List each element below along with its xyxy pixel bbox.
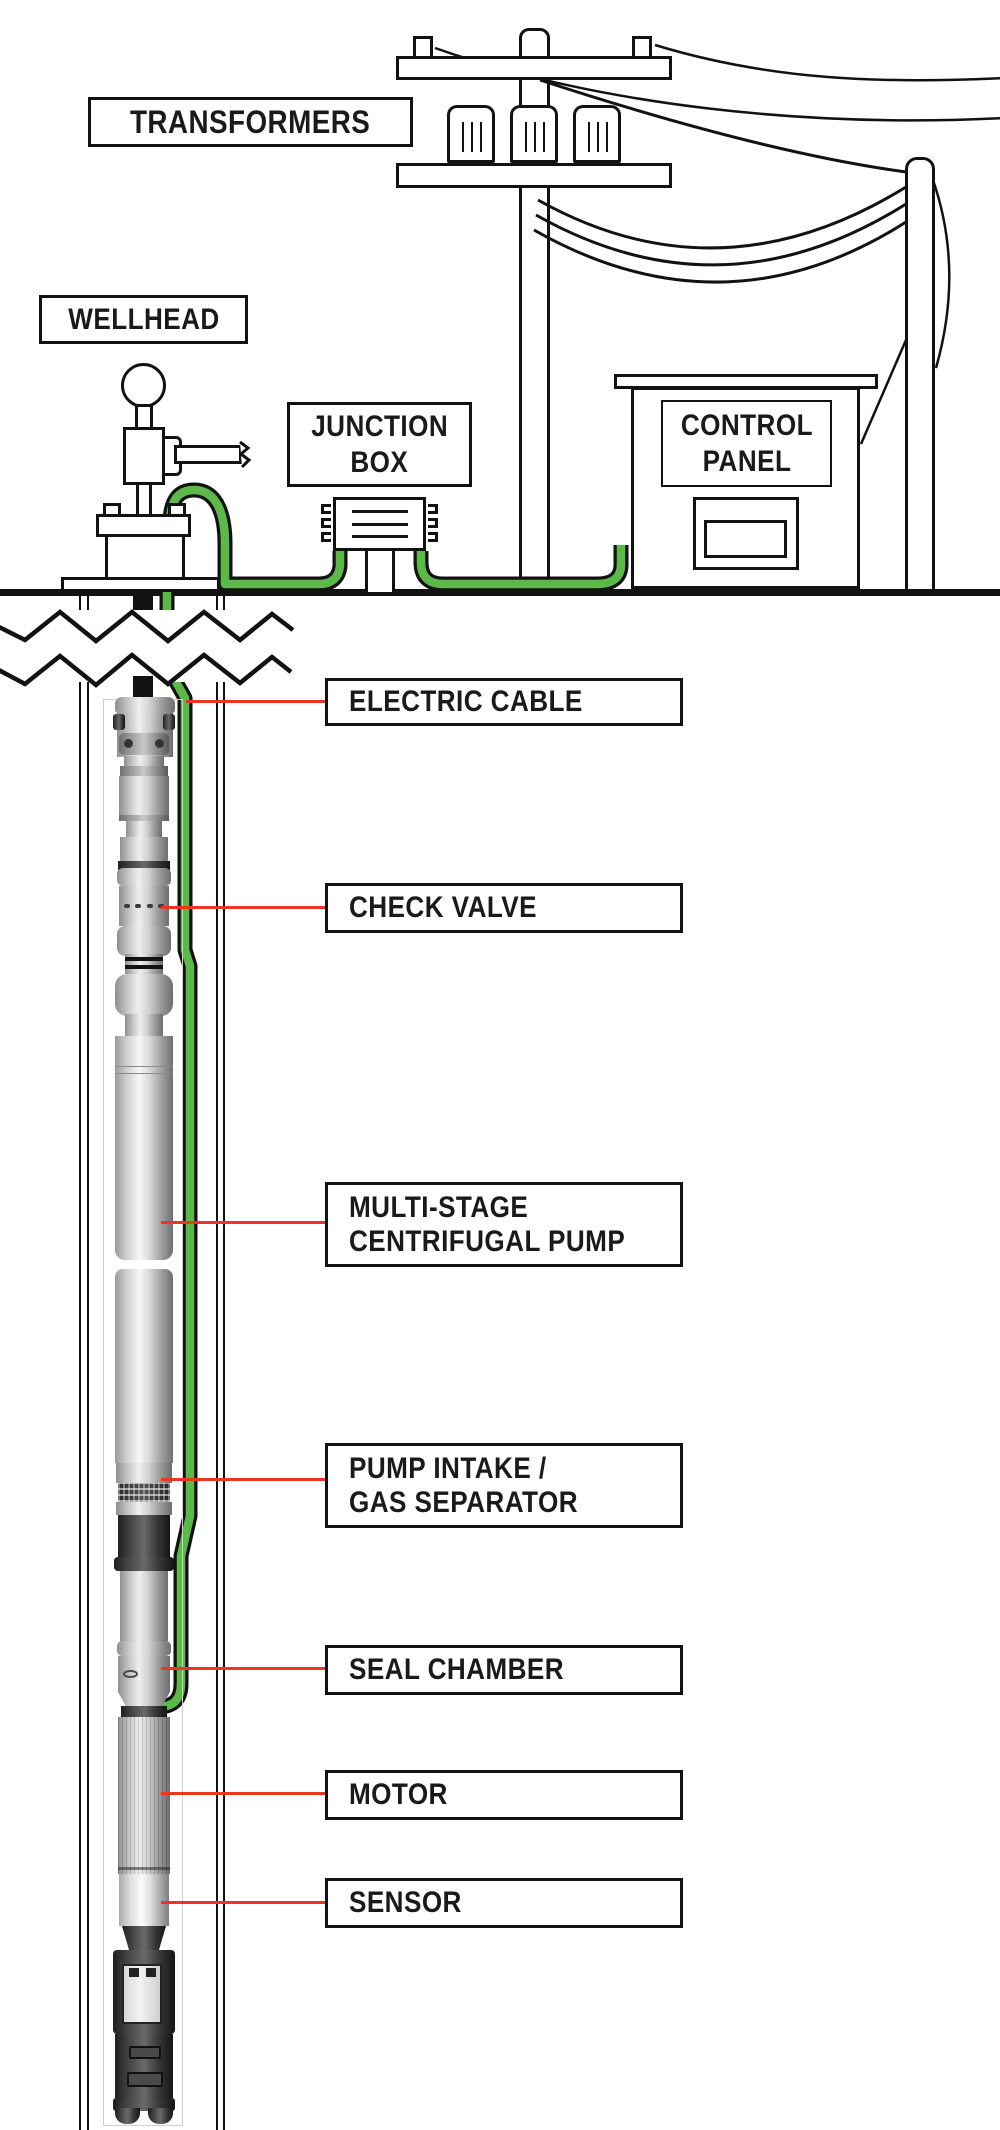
clamp-lug-right — [163, 714, 175, 730]
pump-text-line2: CENTRIFUGAL PUMP — [349, 1224, 626, 1258]
motor-text: MOTOR — [349, 1778, 448, 1811]
seal-chamber-text: SEAL CHAMBER — [349, 1653, 565, 1686]
label-sensor: SENSOR — [325, 1878, 683, 1928]
leader-seal-chamber — [161, 1667, 325, 1670]
junction-box-clip — [321, 504, 331, 514]
check-valve-text: CHECK VALVE — [349, 891, 537, 924]
lower-crossarm — [396, 163, 672, 188]
label-multi-stage-centrifugal-pump: MULTI-STAGE CENTRIFUGAL PUMP — [325, 1182, 683, 1267]
right-utility-pole — [905, 157, 935, 592]
control-panel-label-line1: CONTROL — [680, 408, 813, 442]
check-valve-collar — [117, 868, 171, 886]
bracket-block — [146, 1968, 156, 1977]
wellhead-body — [123, 427, 165, 485]
depth-break-symbol — [0, 609, 298, 688]
guard-flange — [114, 1557, 174, 1571]
leader-electric-cable — [186, 700, 325, 703]
intake-text-line2: GAS SEPARATOR — [349, 1485, 578, 1519]
label-junction-box: JUNCTION BOX — [287, 402, 472, 487]
pump-lower-body — [115, 1269, 173, 1463]
junction-box-pedestal — [365, 551, 395, 592]
motor-head — [121, 1706, 167, 1717]
junction-box-label-line1: JUNCTION — [311, 409, 448, 443]
transformers-label-text: TRANSFORMERS — [130, 104, 371, 140]
ground-line — [0, 589, 1000, 596]
insulator-right — [632, 36, 652, 59]
pump-text-line1: MULTI-STAGE — [349, 1190, 529, 1224]
insulator-left — [413, 36, 433, 59]
collar-ring — [120, 766, 168, 776]
electric-cable-text: ELECTRIC CABLE — [349, 685, 583, 718]
clamp-lug-left — [113, 714, 125, 730]
tubing-hanger-collar — [115, 697, 175, 713]
label-check-valve: CHECK VALVE — [325, 883, 683, 933]
label-electric-cable: ELECTRIC CABLE — [325, 678, 683, 726]
junction-box-clip — [428, 504, 438, 514]
spider-hole-left — [124, 739, 133, 748]
oring-band — [125, 965, 163, 969]
leader-sensor — [161, 1901, 325, 1904]
seal-taper — [118, 1692, 170, 1706]
check-valve-lower-collar — [117, 926, 171, 956]
junction-box-clip — [321, 532, 331, 542]
label-pump-intake-gas-separator: PUMP INTAKE / GAS SEPARATOR — [325, 1443, 683, 1528]
joint-ring — [119, 815, 169, 821]
casing-line — [79, 596, 81, 2130]
bracket-window — [122, 1964, 162, 2024]
joint-flare — [120, 837, 168, 863]
sensor-body — [119, 1874, 169, 1926]
label-wellhead: WELLHEAD — [39, 295, 248, 344]
spider-hole-right — [155, 739, 164, 748]
control-panel-display-screen — [704, 520, 787, 558]
pump-upper-body — [115, 1036, 173, 1260]
leader-motor — [161, 1792, 325, 1795]
bottom-foot-right — [148, 2108, 173, 2124]
barrel-coupling — [115, 974, 173, 1016]
lower-sub-body — [115, 2034, 173, 2098]
junction-box-clip — [428, 518, 438, 528]
seal-collar — [117, 1641, 171, 1656]
bottom-cap-lip — [113, 2098, 175, 2111]
intake-lower-collar — [116, 1502, 172, 1515]
upper-crossarm — [396, 56, 672, 80]
casing-line — [215, 596, 218, 2130]
junction-box — [333, 497, 426, 551]
bottom-foot-left — [115, 2108, 140, 2124]
transformer-2 — [510, 105, 558, 163]
label-motor: MOTOR — [325, 1770, 683, 1820]
junction-box-label-line2: BOX — [350, 445, 409, 479]
cable-guard — [118, 1515, 170, 1557]
wellhead-lower-stem — [136, 482, 152, 517]
control-panel-label-line2: PANEL — [702, 444, 791, 478]
label-transformers: TRANSFORMERS — [88, 97, 413, 147]
leader-check-valve — [161, 906, 325, 909]
intake-text-line1: PUMP INTAKE / — [349, 1451, 547, 1485]
bracket-block — [129, 1968, 139, 1977]
pump-neck — [125, 1014, 163, 1036]
sensor-taper — [122, 1926, 166, 1950]
wellhead-ball-cap — [121, 363, 166, 408]
pipe-break-squiggle — [238, 440, 252, 469]
dark-ring — [118, 861, 170, 870]
leader-intake — [161, 1478, 325, 1481]
casing-line — [86, 596, 89, 2130]
seal-upper-section — [120, 1571, 168, 1641]
label-seal-chamber: SEAL CHAMBER — [325, 1645, 683, 1695]
oring-band — [125, 957, 163, 961]
label-control-panel: CONTROL PANEL — [661, 400, 832, 487]
junction-box-clip — [428, 532, 438, 542]
transformer-1 — [447, 105, 495, 163]
leader-pump — [161, 1221, 325, 1224]
intake-screen — [118, 1483, 170, 1502]
joint-neck — [126, 821, 162, 837]
sensor-text: SENSOR — [349, 1886, 462, 1919]
seal-vent-port — [123, 1670, 138, 1678]
wellhead-label-text: WELLHEAD — [67, 302, 220, 336]
casing-line — [223, 596, 225, 2130]
motor-body — [118, 1717, 170, 1874]
transformer-3 — [573, 105, 621, 163]
upper-joint-body — [119, 776, 169, 818]
wellhead-base — [105, 534, 185, 580]
junction-box-clip — [321, 518, 331, 528]
